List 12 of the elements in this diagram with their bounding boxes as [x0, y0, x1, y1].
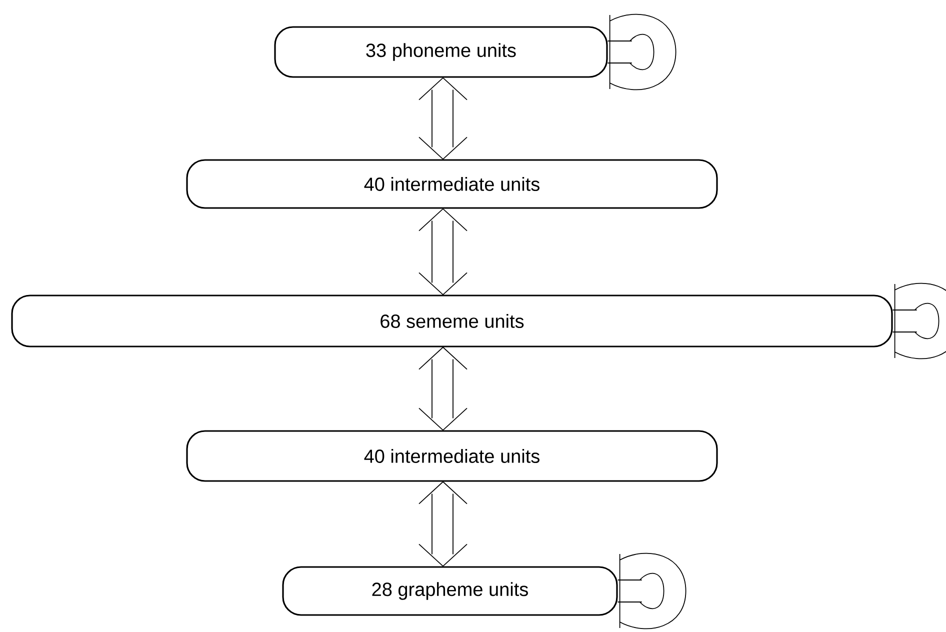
self-loop-arrow [892, 282, 946, 360]
self-loop-arrow [607, 14, 676, 90]
hollow-double-arrow [418, 346, 468, 431]
rounded-box: 40 intermediate units [186, 159, 718, 209]
self-loop-arrow [617, 552, 686, 630]
hollow-double-arrow [418, 208, 468, 296]
hollow-double-arrow [418, 481, 468, 567]
rounded-box: 33 phoneme units [274, 26, 608, 78]
rounded-box: 28 grapheme units [282, 566, 618, 616]
hollow-double-arrow [418, 77, 468, 160]
rounded-box: 68 sememe units [11, 294, 893, 348]
rounded-box: 40 intermediate units [186, 430, 718, 482]
